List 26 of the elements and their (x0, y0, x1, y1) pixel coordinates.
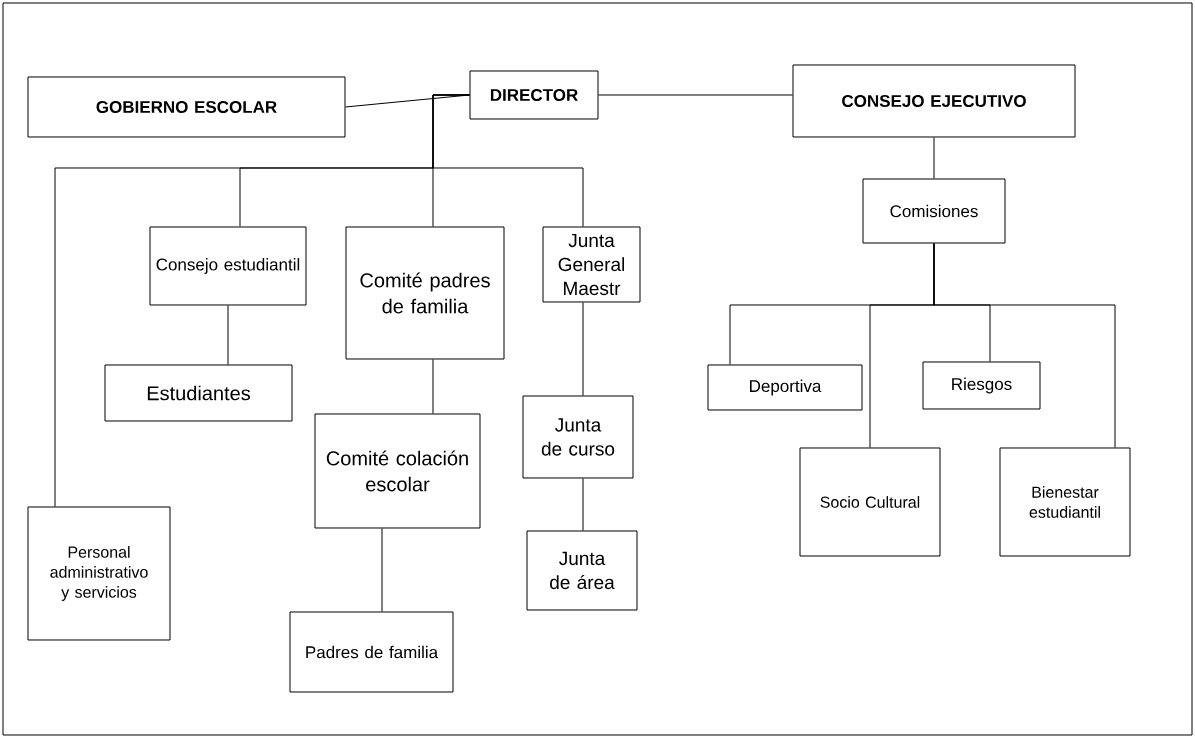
connector-line (432, 94, 584, 227)
connector-line (227, 305, 229, 365)
connector-line (933, 243, 1116, 448)
connector-line (381, 528, 383, 612)
org-box: Deportiva (707, 364, 863, 411)
org-box: Consejo estudiantil (149, 226, 307, 306)
org-box: CONSEJO EJECUTIVO (792, 64, 1076, 138)
org-box: Padres de familia (289, 611, 454, 693)
org-box: Comité colación escolar (314, 413, 481, 529)
org-box: Comisiones (862, 178, 1006, 244)
org-box: Personal administrativo y servicios (27, 506, 171, 641)
org-box: Junta de curso (522, 395, 634, 479)
org-box: Junta de área (526, 530, 638, 611)
org-box: DIRECTOR (469, 70, 599, 120)
connector-line (582, 302, 584, 396)
org-box: Junta General Maestr (542, 226, 641, 303)
org-box: Comité padres de familia (345, 226, 505, 360)
org-box: Bienestar estudiantil (999, 447, 1131, 557)
org-box: Riesgos (922, 361, 1041, 410)
org-box: GOBIERNO ESCOLAR (27, 76, 346, 138)
connector-line (582, 478, 584, 531)
org-box: Estudiantes (104, 364, 293, 422)
connector-line (432, 359, 434, 414)
org-box: Socio Cultural (799, 447, 941, 557)
connector-line (933, 137, 935, 179)
connector-line (598, 94, 793, 96)
